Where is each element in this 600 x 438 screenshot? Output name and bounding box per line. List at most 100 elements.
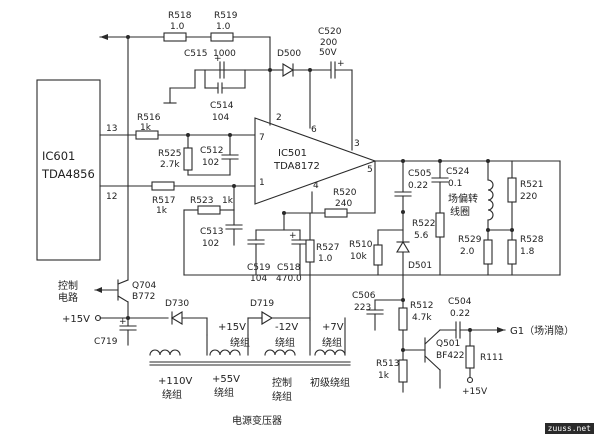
r519	[210, 32, 234, 42]
c512-val: 102	[202, 158, 219, 168]
q501-ref: Q501	[436, 339, 460, 349]
ic501-pin1: 1	[259, 178, 265, 188]
plus15v-label: +15V	[62, 314, 90, 325]
control-label-2: 电路	[58, 291, 78, 304]
yoke-coil	[487, 179, 494, 221]
r513	[398, 359, 408, 383]
r518-val: 1.0	[170, 22, 185, 32]
c513-val: 102	[202, 239, 219, 249]
r529	[483, 239, 493, 265]
r528	[507, 239, 517, 265]
ic501-body	[254, 117, 377, 205]
ic601-name: IC601	[42, 149, 75, 163]
r522-ref: R522	[412, 219, 435, 229]
winding-ctrl-b: 绕组	[272, 390, 292, 403]
winding-15v-b: 绕组	[230, 336, 250, 349]
r523-val: 1k	[222, 196, 234, 206]
r111	[465, 345, 475, 369]
r525	[183, 147, 193, 171]
r516-val: 1k	[140, 123, 152, 133]
r522	[435, 212, 445, 238]
c506-val: 223	[354, 303, 371, 313]
r510-val: 10k	[350, 252, 367, 262]
c512-ref: C512	[200, 146, 223, 156]
ic601-pin13: 13	[106, 124, 117, 134]
winding-m12v: -12V	[275, 322, 298, 333]
ic601-pin12: 12	[106, 192, 117, 202]
r512-ref: R512	[410, 301, 433, 311]
yoke-label-1: 场偏转	[448, 192, 478, 205]
r525-val: 2.7k	[160, 160, 180, 170]
plus15v-bottom: +15V	[462, 387, 488, 397]
r512-val: 4.7k	[412, 313, 432, 323]
c505-ref: C505	[408, 169, 431, 179]
r529-val: 2.0	[460, 247, 475, 257]
r527	[305, 239, 315, 263]
r513-ref: R513	[376, 359, 399, 369]
r512	[398, 307, 408, 331]
ic501-pin6: 6	[311, 125, 317, 135]
r519-ref: R519	[214, 11, 238, 21]
d719	[261, 311, 274, 325]
winding-m12v-b: 绕组	[275, 336, 295, 349]
winding-pri-coil	[314, 349, 346, 356]
ic501-pin7: 7	[259, 133, 265, 143]
c519-val: 104	[250, 274, 267, 284]
winding-7v-b: 绕组	[322, 336, 342, 349]
ic501-name: IC501	[278, 148, 307, 159]
transformer-label: 电源变压器	[232, 414, 282, 427]
r521	[507, 177, 517, 203]
yoke-label-2: 线圈	[450, 205, 470, 218]
svg-text:+: +	[337, 59, 345, 69]
r527-val: 1.0	[318, 254, 333, 264]
c504-val: 0.22	[450, 309, 470, 319]
c518-val: 470.0	[276, 274, 302, 284]
svg-text:+: +	[289, 231, 297, 241]
ic601-part: TDA4856	[41, 167, 95, 181]
r528-val: 1.8	[520, 247, 535, 257]
q501-part: BF422	[436, 351, 465, 361]
control-label-1: 控制	[58, 279, 78, 292]
r520	[324, 208, 348, 218]
c518-ref: C518	[277, 263, 301, 273]
winding-ctrl: 控制	[272, 376, 292, 389]
winding-110v: +110V	[158, 376, 192, 387]
c515-ref: C515	[184, 49, 207, 59]
svg-text:+: +	[214, 54, 222, 64]
r522-val: 5.6	[414, 231, 429, 241]
c524-ref: C524	[446, 167, 470, 177]
r516-ref: R516	[137, 113, 161, 123]
d500-ref: D500	[277, 49, 301, 59]
c515-val: 1000	[213, 49, 236, 59]
r513-val: 1k	[378, 371, 390, 381]
ic501-pin2: 2	[276, 113, 282, 123]
c506-ref: C506	[352, 291, 376, 301]
r529-ref: R529	[458, 235, 482, 245]
c520-ref: C520	[318, 27, 342, 37]
winding-110v-b: 绕组	[162, 388, 182, 401]
ic501-pin4: 4	[313, 181, 319, 191]
ic601-body	[36, 79, 101, 261]
c719-ref: C719	[94, 337, 118, 347]
winding-110v-coil	[149, 349, 181, 356]
winding-15v: +15V	[218, 322, 246, 333]
r528-ref: R528	[520, 235, 544, 245]
r517-val: 1k	[156, 206, 168, 216]
r520-ref: R520	[333, 188, 357, 198]
ic501-pin3: 3	[354, 139, 360, 149]
winding-ctrl-coil	[264, 349, 296, 356]
q704-ref: Q704	[132, 281, 157, 291]
c520-volt: 50V	[319, 48, 337, 58]
d501	[396, 240, 410, 253]
r517	[151, 181, 175, 191]
ic501-pin5: 5	[367, 165, 373, 175]
winding-7v: +7V	[322, 322, 344, 333]
r527-ref: R527	[316, 243, 339, 253]
d501-ref: D501	[408, 261, 432, 271]
r510	[373, 244, 383, 266]
d500	[282, 63, 295, 77]
c519-ref: C519	[247, 263, 271, 273]
r111-ref: R111	[480, 353, 503, 363]
g1-label: G1（场消隐）	[510, 324, 574, 337]
